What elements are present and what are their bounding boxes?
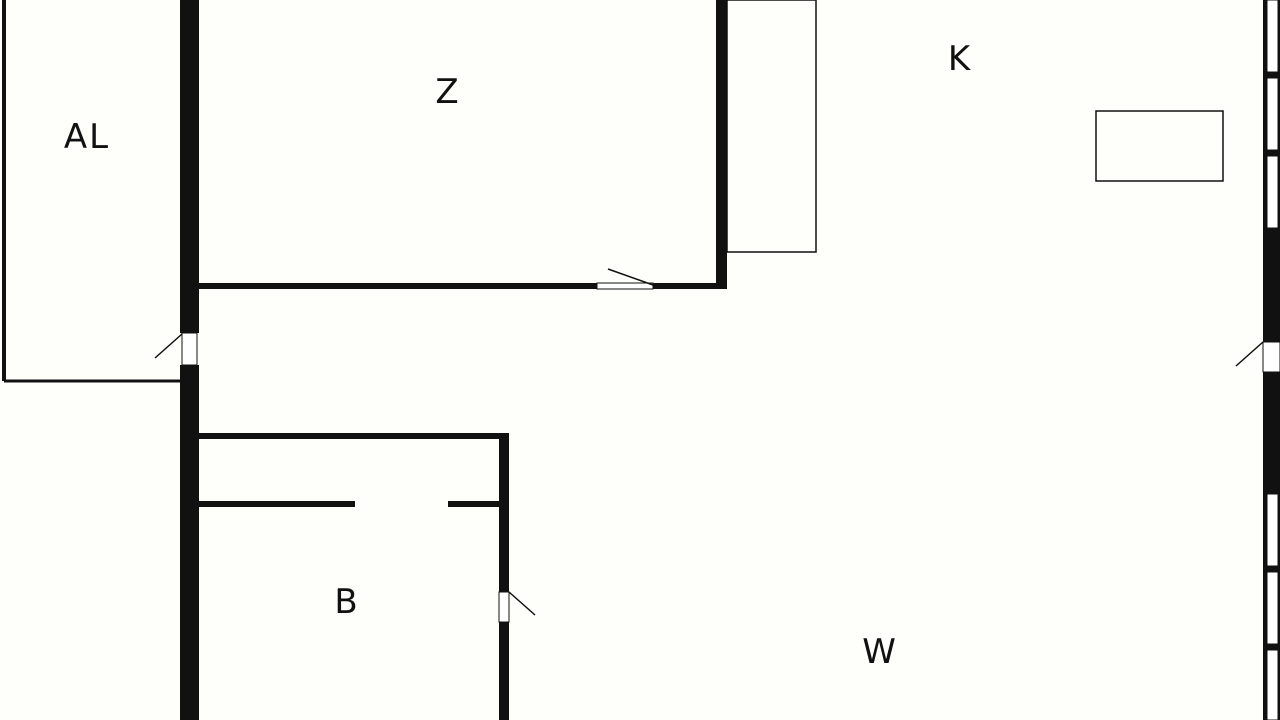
room-label-w: W	[862, 632, 898, 672]
window-5	[1266, 571, 1279, 645]
window-4	[1266, 493, 1279, 567]
al-door	[154, 332, 198, 366]
room-label-b: B	[334, 582, 359, 622]
room-b-walls	[199, 433, 509, 720]
room-al-outline	[2, 0, 183, 383]
b-door	[498, 591, 536, 623]
window-3	[1266, 155, 1279, 229]
entrance-door	[1235, 341, 1280, 373]
room-label-al: AL	[64, 117, 110, 157]
kitchen-counter-fixture	[1095, 110, 1224, 182]
right-exterior-wall	[1263, 0, 1280, 720]
window-2	[1266, 77, 1279, 151]
room-z-walls	[199, 0, 727, 289]
window-6	[1266, 649, 1279, 720]
z-door	[596, 268, 654, 290]
room-label-k: K	[948, 39, 972, 79]
kitchen-cabinet	[726, 0, 817, 253]
room-label-z: Z	[435, 72, 460, 112]
main-left-wall	[180, 0, 199, 720]
window-1	[1266, 0, 1279, 73]
